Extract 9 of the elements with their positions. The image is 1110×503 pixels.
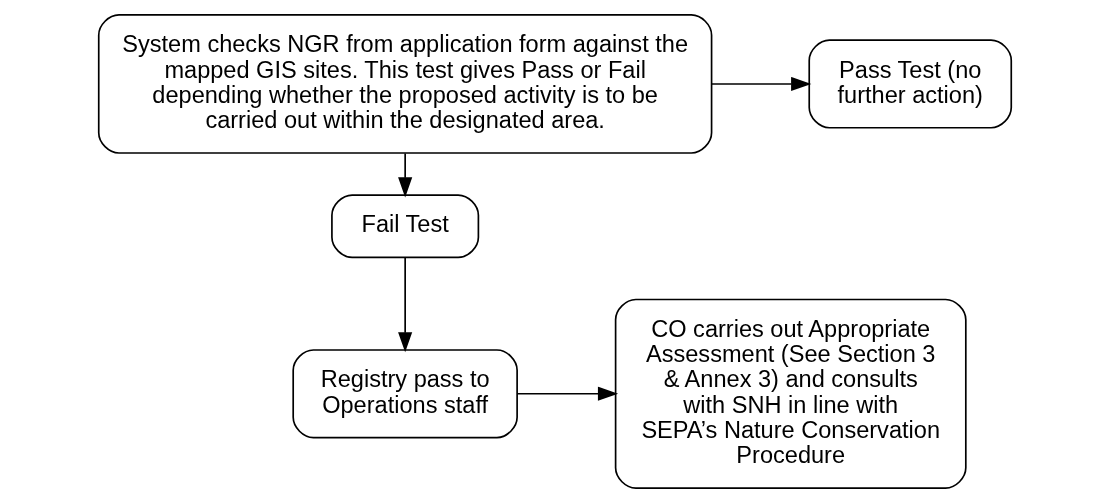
node-box: System checks NGR from application form against the mapped GIS sites. This test gives Pass or Fail depending whether the proposed activity is to be carried out within the designated area. <box>97 14 713 154</box>
arrow <box>398 152 413 198</box>
arrow <box>516 386 619 401</box>
node-box: CO carries out Appropriate Assessment (See Section 3 & Annex 3) and consults with SNH in line with SEPA’s Nature Conservation Procedure <box>614 298 967 489</box>
node-box: Pass Test (no further action) <box>808 39 1013 129</box>
node-box: Registry pass to Operations staff <box>292 349 518 439</box>
node-box: Fail Test <box>331 194 480 259</box>
arrow <box>398 257 413 353</box>
arrow <box>711 76 812 92</box>
